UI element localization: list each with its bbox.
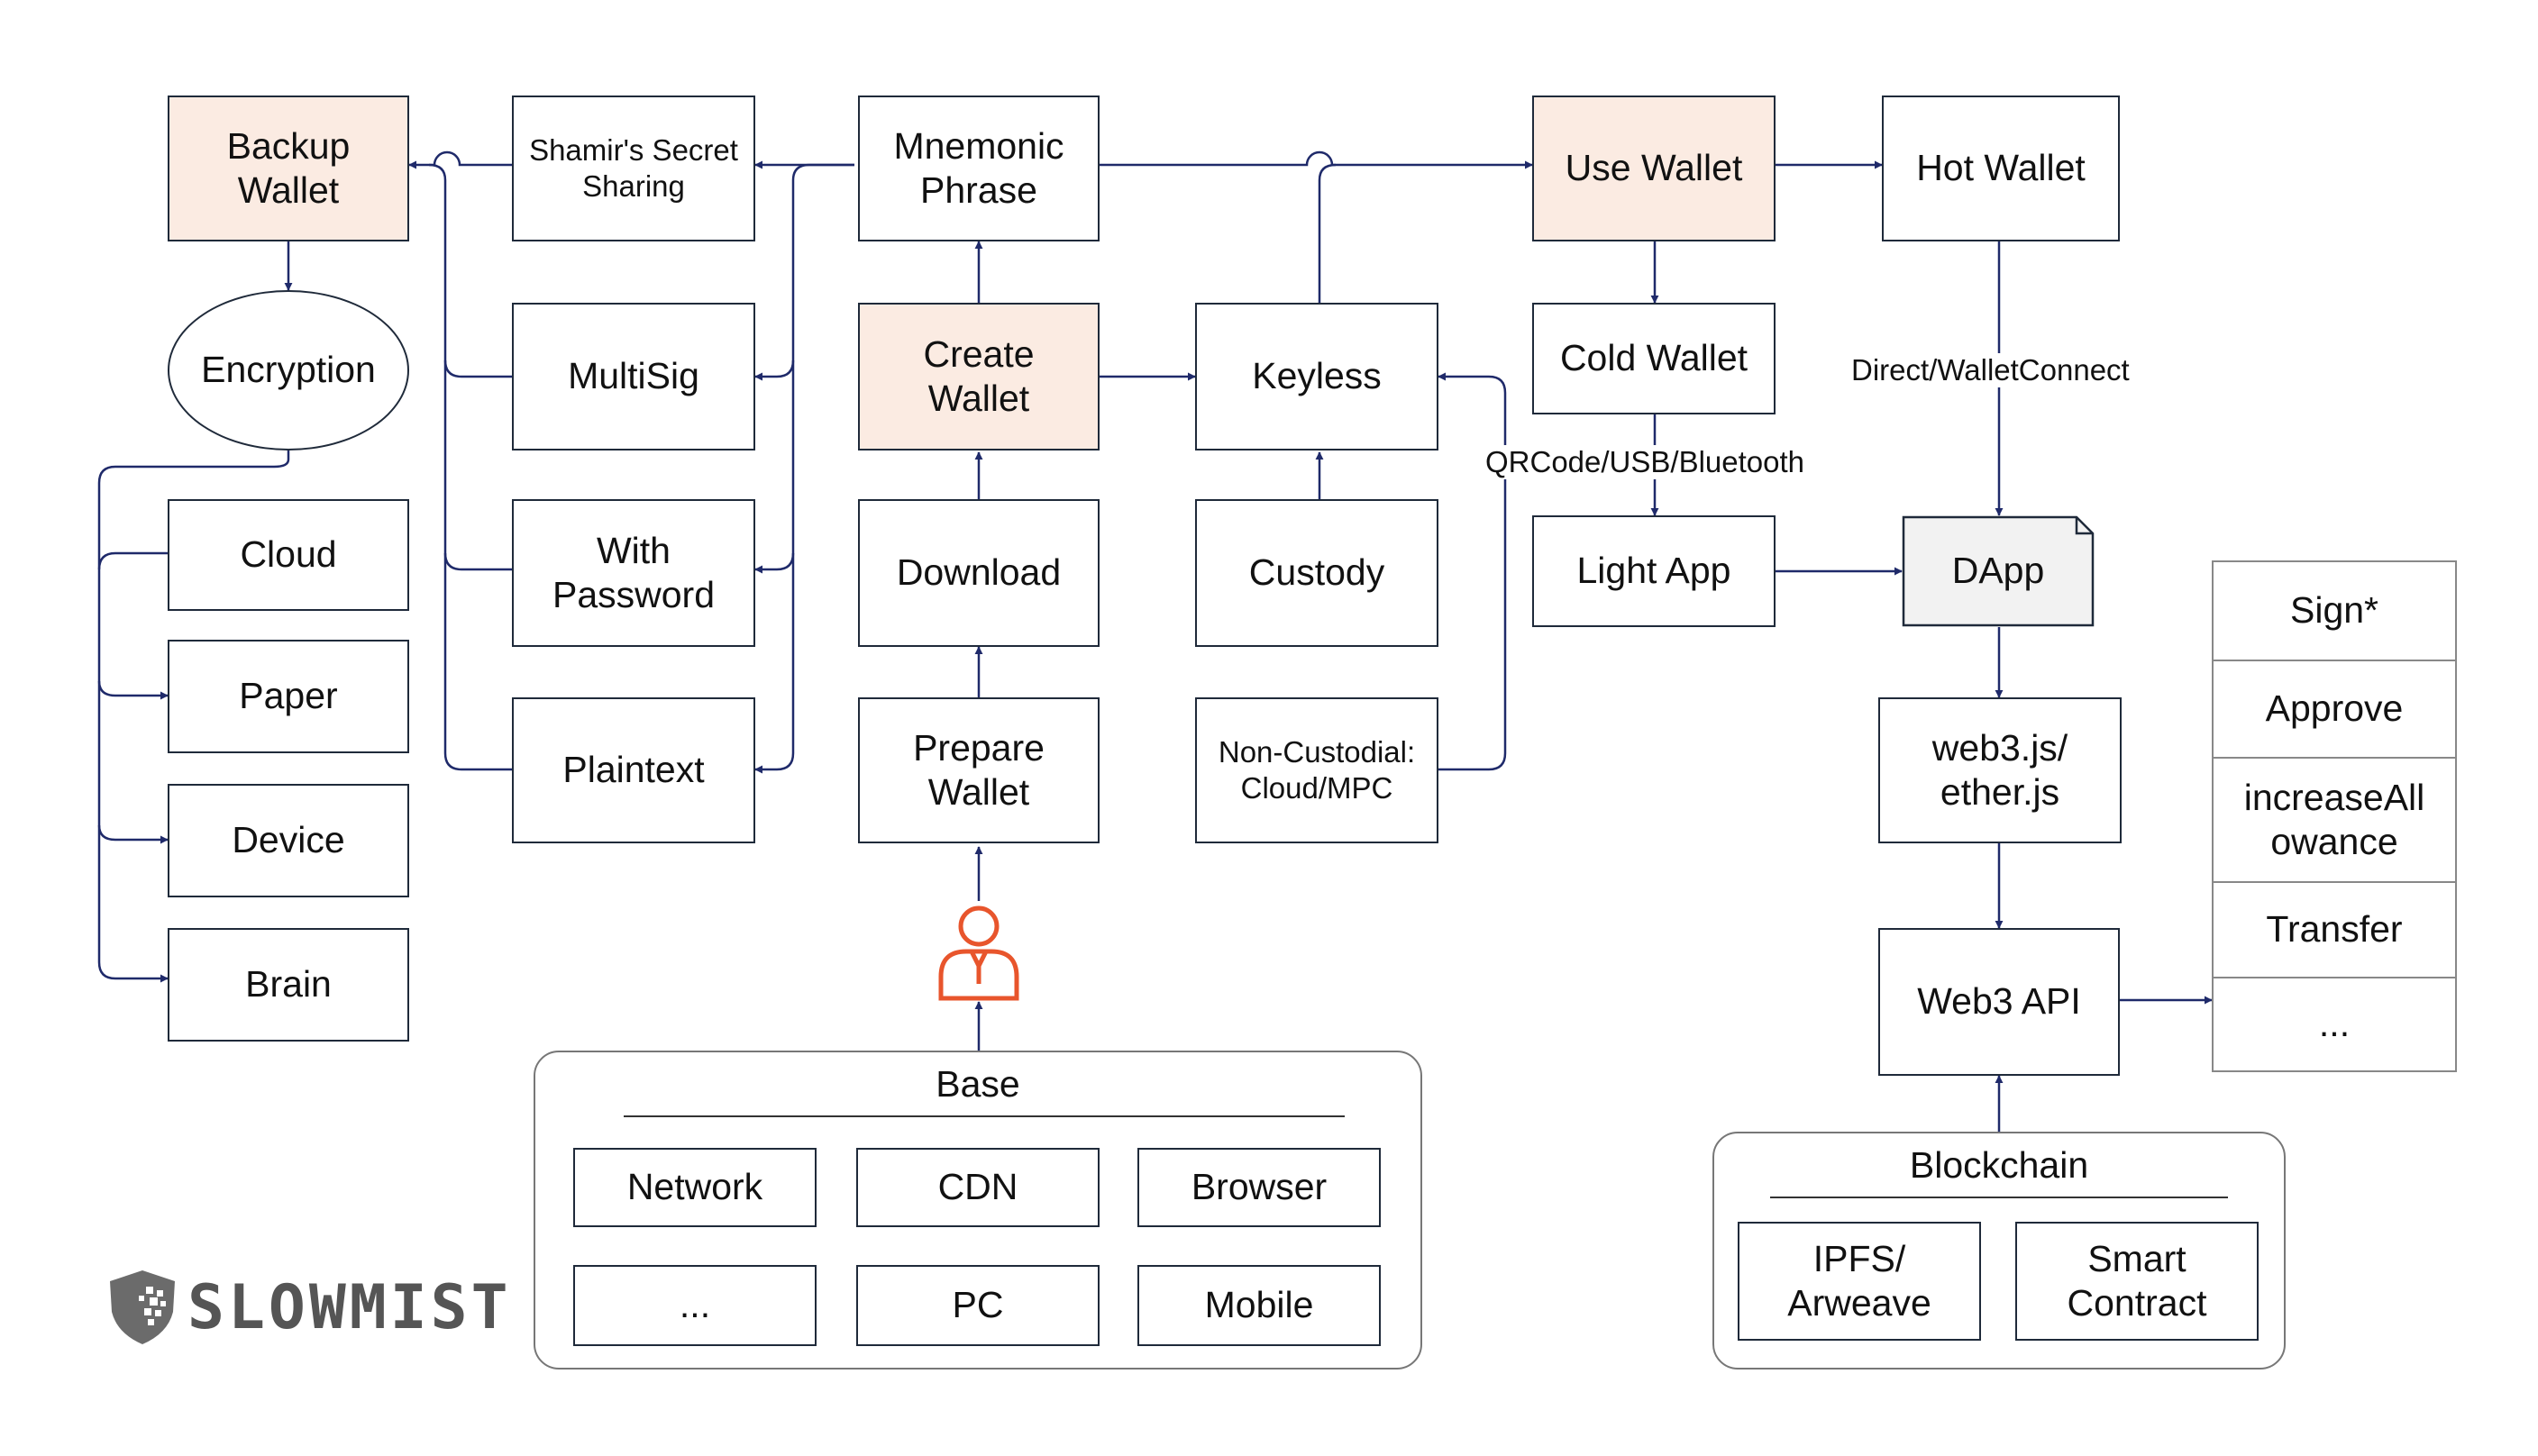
edge-shamir-to-backup (408, 150, 512, 169)
download-node: Download (858, 499, 1100, 647)
backup-wallet-node: Backup Wallet (168, 96, 409, 241)
brain-label: Brain (245, 963, 332, 1006)
qrcode-usb-bluetooth-label: QRCode/USB/Bluetooth (1484, 445, 1807, 479)
base-item-network: Network (573, 1148, 817, 1227)
base-item-pc: PC (856, 1265, 1100, 1346)
action-more: ... (2214, 977, 2455, 1070)
web3api-label: Web3 API (1917, 980, 2081, 1023)
edge-noncustodial-to-keyless (1438, 372, 1507, 771)
action-increase-allowance: increaseAll owance (2214, 757, 2455, 881)
blockchain-item-ipfs: IPFS/ Arweave (1738, 1222, 1981, 1341)
brain-node: Brain (168, 928, 409, 1042)
with-password-label: With Password (552, 529, 715, 615)
custody-node: Custody (1195, 499, 1438, 647)
cold-wallet-label: Cold Wallet (1559, 337, 1748, 379)
edge-mnemonic-to-password (754, 360, 795, 574)
shamir-node: Shamir's Secret Sharing (512, 96, 755, 241)
blockchain-item-smart-contract: Smart Contract (2015, 1222, 2259, 1341)
slowmist-logo: SLOWMIST (106, 1269, 512, 1346)
actions-stack: Sign* Approve increaseAll owance Transfe… (2212, 560, 2457, 1072)
direct-walletconnect-label: Direct/WalletConnect (1849, 353, 2132, 387)
light-app-node: Light App (1532, 515, 1776, 627)
cold-wallet-node: Cold Wallet (1532, 303, 1776, 414)
edge-mnemonic-to-plaintext (754, 553, 795, 774)
keyless-label: Keyless (1252, 355, 1382, 397)
edge-encryption-to-cloud (97, 450, 290, 983)
light-app-label: Light App (1576, 550, 1731, 592)
non-custodial-node: Non-Custodial: Cloud/MPC (1195, 697, 1438, 843)
backup-wallet-label: Backup Wallet (226, 124, 351, 211)
device-node: Device (168, 784, 409, 897)
paper-node: Paper (168, 640, 409, 753)
edge-password-to-backup (443, 360, 512, 571)
multisig-node: MultiSig (512, 303, 755, 450)
non-custodial-label: Non-Custodial: Cloud/MPC (1218, 735, 1416, 805)
web3js-node: web3.js/ ether.js (1878, 697, 2122, 843)
prepare-wallet-node: Prepare Wallet (858, 697, 1100, 843)
shamir-label: Shamir's Secret Sharing (529, 133, 738, 203)
base-item-cdn: CDN (856, 1148, 1100, 1227)
slowmist-shield-icon (110, 1270, 175, 1344)
plaintext-label: Plaintext (562, 749, 705, 791)
with-password-node: With Password (512, 499, 755, 647)
cloud-label: Cloud (240, 533, 337, 576)
ipfs-arweave-label: IPFS/ Arweave (1787, 1237, 1931, 1324)
dapp-label: DApp (1951, 550, 2045, 592)
plaintext-node: Plaintext (512, 697, 755, 843)
use-wallet-node: Use Wallet (1532, 96, 1776, 241)
edge-to-paper (97, 680, 169, 700)
blockchain-title: Blockchain (1909, 1144, 2089, 1186)
keyless-node: Keyless (1195, 303, 1438, 450)
prepare-wallet-label: Prepare Wallet (913, 726, 1045, 813)
hot-wallet-node: Hot Wallet (1882, 96, 2120, 241)
hot-wallet-label: Hot Wallet (1916, 147, 2086, 189)
action-transfer: Transfer (2214, 881, 2455, 977)
edge-multisig-to-backup (428, 163, 512, 378)
edge-plaintext-to-backup (443, 553, 512, 771)
create-wallet-label: Create Wallet (923, 332, 1035, 419)
blockchain-divider (1770, 1197, 2228, 1198)
custody-label: Custody (1248, 551, 1385, 594)
download-label: Download (896, 551, 1062, 594)
paper-label: Paper (239, 675, 338, 717)
web3js-label: web3.js/ ether.js (1931, 726, 2068, 813)
edge-mnemonic-to-usewallet (1100, 150, 1533, 169)
encryption-label: Encryption (201, 349, 376, 391)
edge-to-cloud (97, 551, 168, 570)
document-icon (1902, 515, 2095, 627)
dapp-node: DApp (1902, 515, 2095, 627)
action-sign: Sign* (2289, 589, 2378, 632)
edge-keyless-to-usewallet (1318, 163, 1337, 303)
edge-mnemonic-to-multisig (754, 163, 854, 381)
device-label: Device (232, 819, 345, 861)
web3api-node: Web3 API (1878, 928, 2120, 1076)
use-wallet-label: Use Wallet (1565, 147, 1743, 189)
mnemonic-phrase-label: Mnemonic Phrase (893, 124, 1064, 211)
create-wallet-node: Create Wallet (858, 303, 1100, 450)
base-divider (624, 1115, 1345, 1117)
encryption-node: Encryption (168, 290, 409, 450)
mnemonic-phrase-node: Mnemonic Phrase (858, 96, 1100, 241)
edge-to-device (97, 824, 169, 844)
base-item-more: ... (573, 1265, 817, 1346)
action-approve: Approve (2214, 660, 2455, 757)
base-title: Base (936, 1063, 1020, 1105)
smart-contract-label: Smart Contract (2067, 1237, 2207, 1324)
cloud-node: Cloud (168, 499, 409, 611)
slowmist-wordmark: SLOWMIST (187, 1271, 512, 1343)
base-item-mobile: Mobile (1137, 1265, 1381, 1346)
base-item-browser: Browser (1137, 1148, 1381, 1227)
user-icon (938, 905, 1019, 1001)
multisig-label: MultiSig (568, 355, 699, 397)
